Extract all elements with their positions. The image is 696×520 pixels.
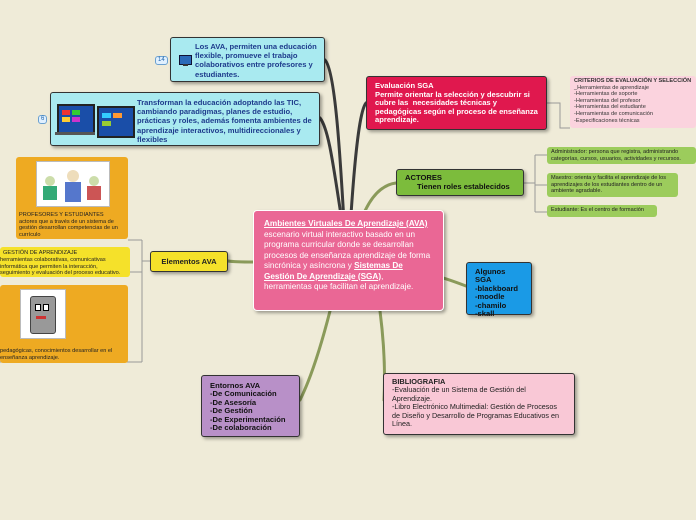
- topic-entornos-ava[interactable]: Entornos AVA -De Comunicación -De Asesor…: [201, 375, 300, 437]
- elemento-gestion-title: GESTIÓN DE APRENDIZAJE: [3, 250, 78, 256]
- topic-evaluacion-sga[interactable]: Evaluación SGA Permite orientar la selec…: [366, 76, 547, 130]
- central-title-ava: Ambientes Virtuales De Aprendizaje (AVA): [264, 219, 428, 228]
- bibliografia-text: -Evaluación de un Sistema de Gestión del…: [392, 385, 559, 429]
- attachment-count-badge[interactable]: 14: [155, 56, 168, 65]
- elemento-profesores-estudiantes[interactable]: PROFESORES Y ESTUDIANTES actores que a t…: [16, 157, 128, 239]
- topic-ava-benefits[interactable]: Los AVA, permiten una educación flexible…: [170, 37, 325, 82]
- link-criteria: [547, 102, 570, 129]
- central-text-1: escenario virtual interactivo basado en …: [264, 229, 431, 271]
- link-evaluacion: [348, 101, 368, 232]
- central-text-2: , herramientas que facilitan el aprendiz…: [264, 271, 414, 292]
- link-ava-benefits: [323, 58, 347, 242]
- criteria-list: _Herramientas de aprendizaje -Herramient…: [574, 84, 653, 124]
- actores-title: ACTORES: [405, 173, 442, 182]
- topic-actores[interactable]: ACTORES Tienen roles establecidos: [396, 169, 524, 196]
- elemento-pedagogicas-text: pedagógicas, conocimientos desarrollar e…: [0, 348, 114, 361]
- role-administrador[interactable]: Administrador: persona que registra, adm…: [547, 147, 696, 164]
- link-entornos: [298, 309, 332, 402]
- role-maestro[interactable]: Maestro: orienta y facilita el aprendiza…: [547, 173, 678, 197]
- elemento-gestion-text: herramientas colaborativas, comunicativa…: [0, 257, 121, 277]
- link-elementos-children: [0, 239, 150, 363]
- actores-subtitle: Tienen roles establecidos: [417, 181, 510, 191]
- topic-bibliografia[interactable]: BIBLIOGRAFIA -Evaluación de un Sistema d…: [383, 373, 575, 435]
- monitor-icon: [179, 55, 192, 66]
- topic-elementos-ava[interactable]: Elementos AVA: [150, 251, 228, 272]
- bibliografia-title: BIBLIOGRAFIA: [392, 377, 446, 386]
- link-elementos: [226, 259, 255, 264]
- role-estudiante[interactable]: Estudiante: Es el centro de formación: [547, 205, 657, 217]
- evaluation-criteria[interactable]: CRITERIOS DE EVALUACIÓN Y SELECCIÓN _Her…: [570, 76, 696, 128]
- tic-text: Transforman la educación adoptando las T…: [137, 98, 314, 144]
- student-character-illustration: [20, 289, 66, 339]
- attachment-count-badge[interactable]: 6: [38, 115, 48, 124]
- elemento-profesores-text: PROFESORES Y ESTUDIANTES actores que a t…: [19, 212, 118, 238]
- teacher-students-illustration: [36, 161, 110, 207]
- elemento-gestion[interactable]: GESTIÓN DE APRENDIZAJE herramientas cola…: [0, 247, 130, 277]
- elemento-pedagogicas[interactable]: pedagógicas, conocimientos desarrollar e…: [0, 285, 128, 363]
- link-roles: [524, 154, 547, 213]
- ava-benefits-text: Los AVA, permiten una educación flexible…: [195, 42, 319, 79]
- criteria-title: CRITERIOS DE EVALUACIÓN Y SELECCIÓN: [574, 78, 692, 84]
- topic-tic[interactable]: Transforman la educación adoptando las T…: [50, 92, 320, 146]
- laptop-screens-icon: [55, 101, 135, 139]
- central-title-sga: Sistemas De Gestión De Aprendizaje (SGA): [264, 261, 403, 281]
- central-topic[interactable]: Ambientes Virtuales De Aprendizaje (AVA)…: [253, 210, 444, 311]
- topic-algunos-sga[interactable]: Algunos SGA -blackboard -moodle -chamilo…: [466, 262, 532, 318]
